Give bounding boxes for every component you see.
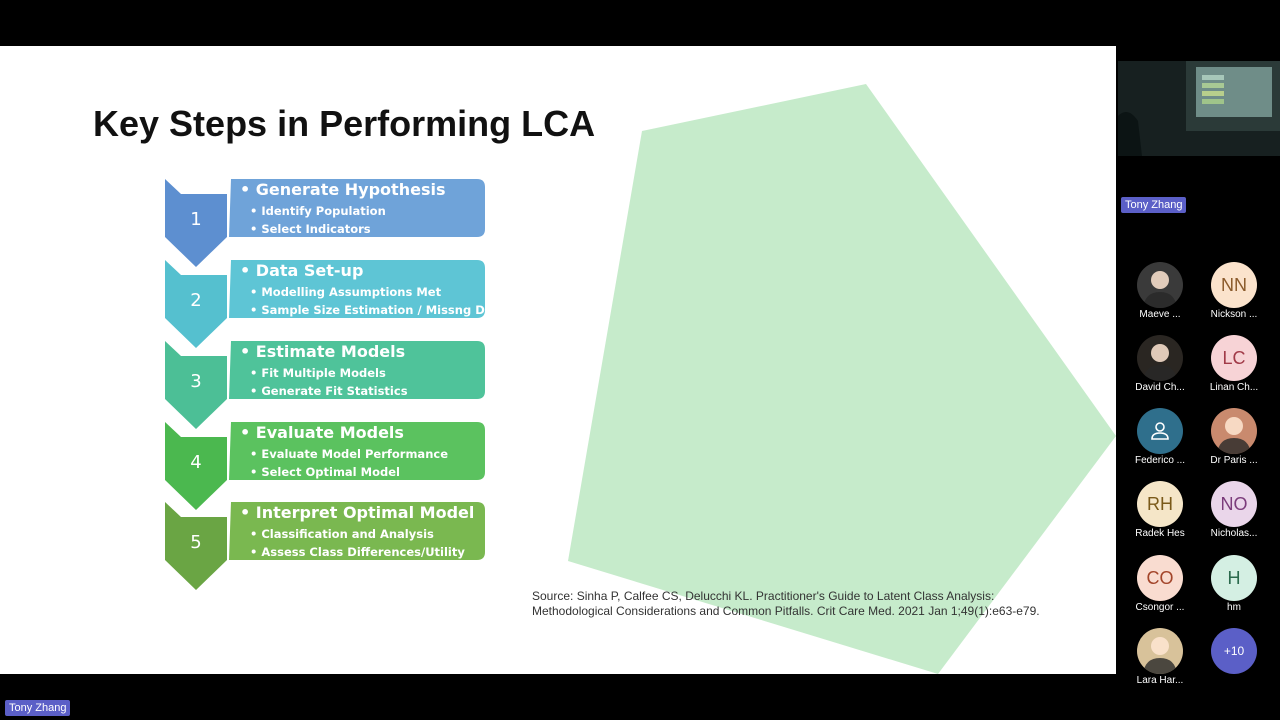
participant-name: hm (1227, 602, 1241, 613)
step-number: 5 (190, 532, 202, 553)
person-icon (1137, 408, 1183, 454)
participant-tile[interactable]: Lara Har... (1123, 628, 1197, 692)
step-chevron (165, 260, 485, 348)
step-number: 2 (190, 290, 202, 311)
step-bullet: • Select Optimal Model (250, 465, 400, 479)
avatar-photo (1137, 335, 1183, 381)
avatar-initials: NN (1211, 262, 1257, 308)
step-bullet: • Select Indicators (250, 222, 371, 236)
step-2: 2 • Data Set-up • Modelling Assumptions Me… (165, 260, 506, 352)
slide-title: Key Steps in Performing LCA (93, 103, 596, 144)
step-heading: • Data Set-up (240, 261, 364, 280)
step-bullet: • Identify Population (250, 204, 386, 218)
participant-tile[interactable]: Maeve ... (1123, 262, 1197, 326)
step-bullet: • Fit Multiple Models (250, 366, 386, 380)
speaker-video-feed (1118, 61, 1280, 156)
participant-name: Radek Hes (1135, 528, 1185, 539)
participant-name: Federico ... (1134, 455, 1186, 466)
avatar-photo (1211, 408, 1257, 454)
avatar-initials: CO (1137, 555, 1183, 601)
speaker-video[interactable] (1118, 61, 1280, 156)
step-heading: • Generate Hypothesis (240, 180, 446, 199)
participant-name: Maeve ... (1139, 309, 1181, 320)
avatar-initials: NO (1211, 481, 1257, 527)
avatar-photo (1137, 262, 1183, 308)
step-heading: • Estimate Models (240, 342, 406, 361)
step-heading: • Interpret Optimal Model (240, 503, 475, 522)
participant-name: Csongor ... (1135, 602, 1185, 613)
participant-name: Lara Har... (1136, 675, 1184, 686)
step-heading: • Evaluate Models (240, 423, 404, 442)
presenter-name-label: Tony Zhang (5, 700, 71, 716)
step-bullet: • Sample Size Estimation / Missng Data (250, 303, 506, 317)
step-1: 1 • Generate Hypothesis • Identify Populat… (165, 179, 485, 271)
step-bullet: • Modelling Assumptions Met (250, 285, 442, 299)
avatar-photo (1137, 628, 1183, 674)
step-bullet: • Evaluate Model Performance (250, 447, 448, 461)
participant-name: Nicholas... (1210, 528, 1258, 539)
participant-tile[interactable]: David Ch... (1123, 335, 1197, 399)
step-number: 1 (190, 209, 202, 230)
step-chevron (165, 422, 485, 510)
step-4: 4 • Evaluate Models • Evaluate Model Perfo… (165, 422, 485, 514)
avatar-initials: LC (1211, 335, 1257, 381)
participant-name: Nickson ... (1210, 309, 1258, 320)
participant-name: David Ch... (1135, 382, 1185, 393)
decorative-green-shape (568, 84, 1116, 674)
step-number: 3 (190, 371, 202, 392)
more-participants-button[interactable]: +10 (1197, 628, 1271, 692)
step-chevron (165, 502, 485, 590)
step-3: 3 • Estimate Models • Fit Multiple Models •… (165, 341, 485, 433)
speaker-name-label: Tony Zhang (1121, 197, 1187, 213)
shared-slide: Key Steps in Performing LCA 1 • Generate … (0, 46, 1116, 674)
step-5: 5 • Interpret Optimal Model • Classificati… (165, 502, 485, 594)
more-count: +10 (1211, 628, 1257, 674)
step-chevron (165, 179, 485, 267)
step-number: 4 (190, 452, 202, 473)
avatar-initials: H (1211, 555, 1257, 601)
participant-name: Linan Ch... (1209, 382, 1259, 393)
step-bullet: • Generate Fit Statistics (250, 384, 408, 398)
step-bullet: • Assess Class Differences/Utility (250, 545, 465, 559)
avatar-initials: RH (1137, 481, 1183, 527)
step-chevron (165, 341, 485, 429)
participant-tile[interactable]: Dr Paris ... (1197, 408, 1271, 472)
source-citation: Source: Sinha P, Calfee CS, Delucchi KL.… (532, 589, 1040, 618)
step-bullet: • Classification and Analysis (250, 527, 434, 541)
participant-tile[interactable]: Federico ... (1123, 408, 1197, 472)
participant-name: Dr Paris ... (1210, 455, 1258, 466)
